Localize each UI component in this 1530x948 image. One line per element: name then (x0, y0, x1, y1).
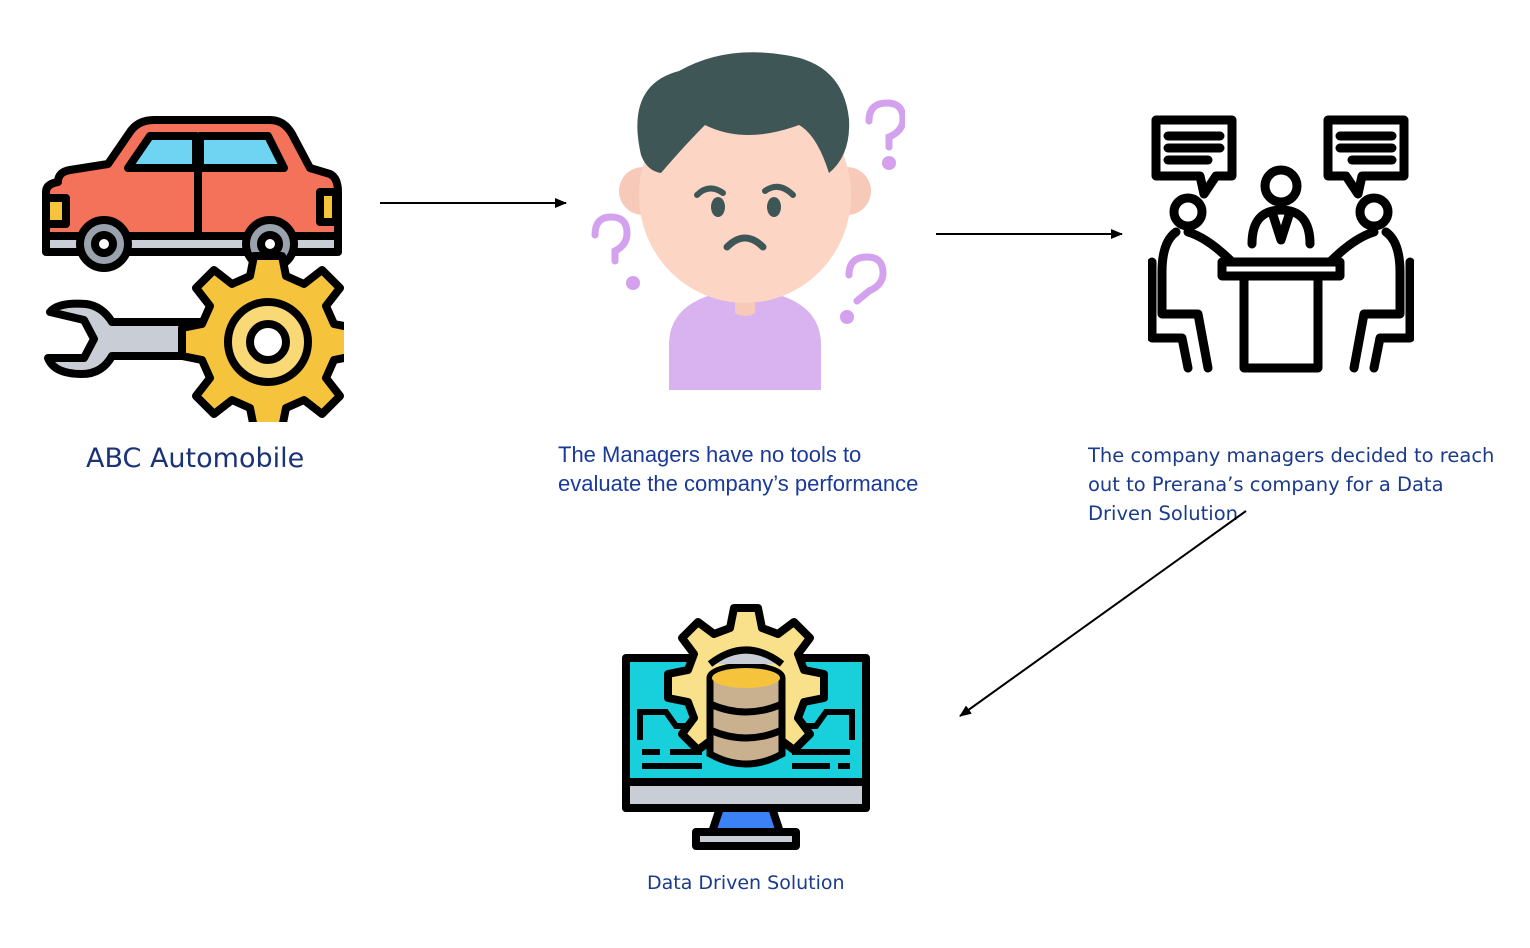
confused-person-icon (591, 52, 905, 390)
meeting-label-line: The company managers decided to reach (1088, 444, 1495, 467)
solution-label: Data Driven Solution (647, 872, 845, 894)
managers-label-line: evaluate the company’s performance (558, 471, 919, 496)
managers-label-line: The Managers have no tools to (558, 442, 862, 467)
automobile-label: ABC Automobile (86, 443, 305, 474)
car-wrench-gear-icon (42, 116, 344, 422)
meeting-label-line: Driven Solution (1088, 502, 1238, 525)
database-monitor-icon (622, 604, 870, 850)
question-mark-icon (591, 99, 905, 305)
hair-icon (637, 52, 850, 173)
business-meeting-icon (1148, 115, 1414, 373)
gear-icon (178, 252, 344, 422)
managers-label: The Managers have no tools to evaluate th… (558, 440, 978, 498)
arrow-meeting-to-solution (959, 510, 1247, 717)
speech-bubble-icon (1323, 115, 1409, 199)
meeting-label: The company managers decided to reach out… (1088, 441, 1508, 528)
speech-bubble-icon (1151, 115, 1237, 199)
meeting-label-line: out to Prerana’s company for a Data (1088, 473, 1444, 496)
wrench-icon (44, 299, 212, 378)
shirt-icon (669, 289, 821, 390)
